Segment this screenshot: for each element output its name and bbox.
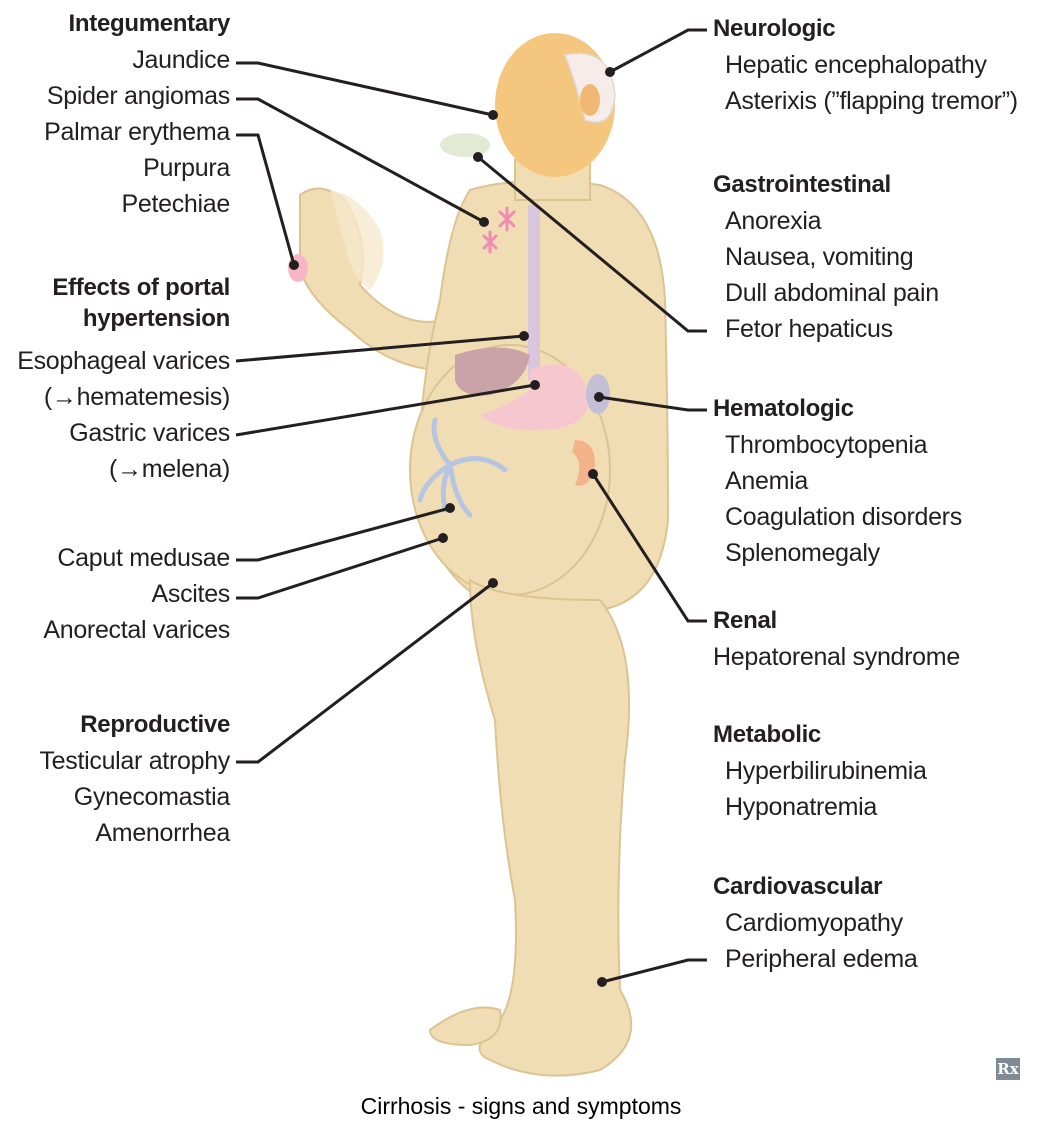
symptom-ascites: Ascites — [151, 580, 231, 608]
symptom-jaundice: Jaundice — [132, 46, 230, 74]
legs — [468, 578, 633, 1077]
integumentary-title: Integumentary — [68, 10, 231, 37]
leader-jaundice — [236, 61, 494, 117]
left-foot — [428, 1006, 502, 1047]
symptom-hematemesis: (→hematemesis) — [43, 383, 230, 411]
esophagus — [528, 205, 540, 380]
head — [495, 33, 616, 177]
caput-medusae — [417, 417, 508, 518]
portal-title-line2: hypertension — [82, 305, 230, 332]
leader-hematologic — [598, 395, 707, 412]
symptom-hyponatremia: Hyponatremia — [725, 793, 878, 821]
symptom-testicular-atrophy: Testicular atrophy — [39, 747, 230, 775]
renal-title: Renal — [713, 607, 777, 634]
leader-gastric-varices — [235, 383, 536, 437]
leader-caput-medusae — [236, 506, 451, 562]
portal-title-line1: Effects of portal — [52, 274, 230, 301]
liver — [455, 347, 530, 396]
symptom-dull-abdominal-pain: Dull abdominal pain — [725, 279, 939, 307]
gastrointestinal-title: Gastrointestinal — [713, 171, 891, 198]
integumentary-group: Integumentary Jaundice Spider angiomas P… — [44, 6, 230, 222]
neurologic-group: Neurologic Hepatic encephalopathy Asteri… — [713, 11, 1018, 119]
leader-esophageal-varices — [235, 334, 525, 363]
neurologic-title: Neurologic — [713, 15, 836, 42]
symptom-melena: (→melena) — [109, 455, 230, 483]
symptom-cardiomyopathy: Cardiomyopathy — [725, 909, 903, 937]
symptom-caput-medusae: Caput medusae — [57, 544, 230, 572]
spider-angiomas — [482, 206, 516, 254]
leader-spider-angiomas — [236, 97, 485, 224]
symptom-amenorrhea: Amenorrhea — [95, 819, 230, 847]
renal-group: Renal Hepatorenal syndrome — [713, 603, 960, 675]
symptom-gynecomastia: Gynecomastia — [73, 783, 231, 811]
portal-other-group: Caput medusae Ascites Anorectal varices — [43, 540, 230, 648]
symptom-hyperbilirubinemia: Hyperbilirubinemia — [725, 757, 927, 785]
stomach — [480, 364, 590, 431]
symptom-anorectal-varices: Anorectal varices — [43, 616, 230, 644]
leader-dots — [289, 67, 615, 987]
symptom-splenomegaly: Splenomegaly — [725, 539, 880, 567]
symptom-hepatic-encephalopathy: Hepatic encephalopathy — [725, 51, 987, 79]
symptom-thrombocytopenia: Thrombocytopenia — [725, 431, 928, 459]
symptom-coagulation-disorders: Coagulation disorders — [725, 503, 962, 531]
symptom-esophageal-varices: Esophageal varices — [17, 347, 230, 375]
hematologic-title: Hematologic — [713, 395, 854, 422]
patient-figure — [299, 159, 670, 1077]
leader-neurologic — [609, 28, 707, 74]
symptom-peripheral-edema: Peripheral edema — [725, 945, 918, 973]
cardiovascular-title: Cardiovascular — [713, 873, 883, 900]
leader-ascites — [236, 536, 444, 600]
ghost-hand — [330, 190, 384, 290]
symptom-asterixis: Asterixis (”flapping tremor”) — [725, 87, 1018, 115]
symptom-anemia: Anemia — [725, 467, 808, 495]
leader-reproductive — [236, 581, 494, 764]
leader-lines — [235, 28, 707, 984]
metabolic-group: Metabolic Hyperbilirubinemia Hyponatremi… — [713, 717, 927, 825]
metabolic-title: Metabolic — [713, 721, 821, 748]
ear — [580, 84, 600, 116]
hematologic-group: Hematologic Thrombocytopenia Anemia Coag… — [713, 391, 962, 571]
leader-palmar-erythema — [236, 133, 296, 266]
symptom-hepatorenal-syndrome: Hepatorenal syndrome — [713, 643, 960, 671]
portal-hypertension-title: Effects of portal hypertension — [52, 272, 230, 334]
leader-cardiovascular — [601, 958, 707, 984]
symptom-anorexia: Anorexia — [725, 207, 822, 235]
symptom-fetor-hepaticus: Fetor hepaticus — [725, 315, 893, 343]
leader-renal — [591, 473, 707, 623]
symptom-petechiae: Petechiae — [121, 190, 231, 218]
rx-logo: Rx — [996, 1058, 1020, 1080]
symptom-palmar-erythema: Palmar erythema — [44, 118, 230, 146]
figure-caption: Cirrhosis - signs and symptoms — [360, 1093, 682, 1119]
symptom-spider-angiomas: Spider angiomas — [46, 82, 230, 110]
cardiovascular-group: Cardiovascular Cardiomyopathy Peripheral… — [713, 869, 918, 977]
symptom-nausea-vomiting: Nausea, vomiting — [725, 243, 914, 271]
symptom-purpura: Purpura — [143, 154, 230, 182]
reproductive-group: Reproductive Testicular atrophy Gynecoma… — [39, 707, 230, 851]
portal-varices-group: Esophageal varices (→hematemesis) Gastri… — [17, 343, 230, 487]
leader-fetor — [477, 155, 707, 333]
reproductive-title: Reproductive — [80, 711, 230, 738]
breath-cloud — [440, 133, 490, 157]
symptom-gastric-varices: Gastric varices — [69, 419, 230, 447]
gastrointestinal-group: Gastrointestinal Anorexia Nausea, vomiti… — [713, 167, 939, 347]
